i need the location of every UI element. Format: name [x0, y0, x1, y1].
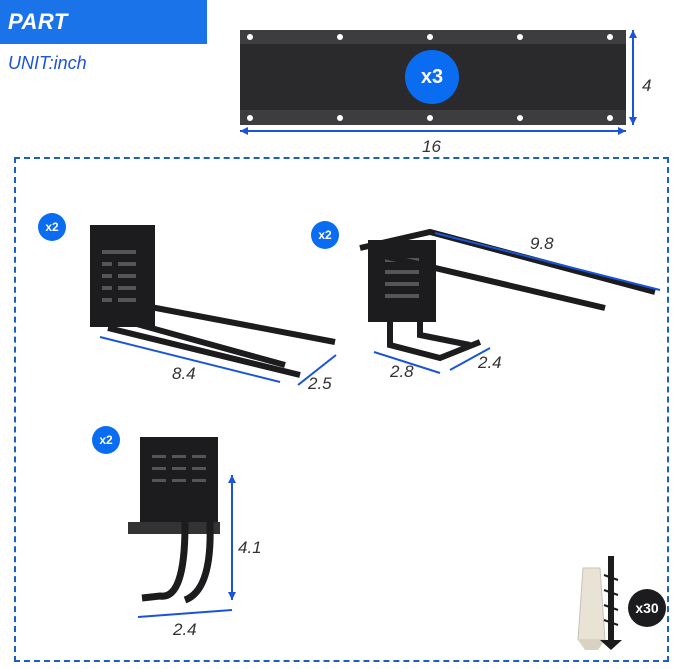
rail-height-label: 4 [642, 76, 652, 95]
rail-length-label: 16 [422, 137, 441, 156]
double-hook-long-length-label: 9.8 [530, 234, 554, 253]
double-hook-short-width-label: 2.5 [308, 374, 332, 393]
double-hook-short-length-label: 8.4 [172, 364, 196, 383]
hardware-qty-badge: x30 [628, 589, 666, 627]
j-hook-width-label: 2.4 [173, 620, 197, 639]
title-banner: PART DIMENSIONS [0, 0, 207, 78]
double-hook-long-width-label: 2.4 [478, 353, 502, 372]
j-hook-qty-badge: x2 [92, 426, 120, 454]
accessories-frame [14, 157, 669, 662]
j-hook-height-label: 4.1 [238, 538, 262, 557]
double-hook-short-qty-badge: x2 [38, 213, 66, 241]
double-hook-long-depth-label: 2.8 [390, 362, 414, 381]
unit-label: UNIT:inch [8, 53, 87, 73]
rail-qty-badge: x3 [405, 50, 459, 104]
double-hook-long-qty-badge: x2 [311, 221, 339, 249]
